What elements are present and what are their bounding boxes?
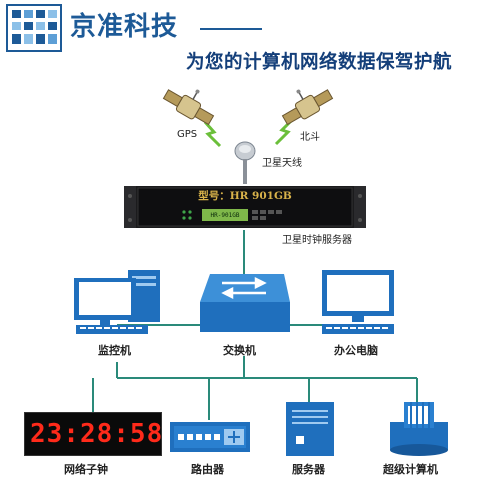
beidou-label: 北斗	[300, 132, 320, 143]
gps-label: GPS	[177, 129, 198, 140]
server-icon	[286, 402, 334, 456]
time-server-label: 卫星时钟服务器	[282, 235, 352, 246]
brand-slogan: 为您的计算机网络数据保驾护航	[186, 52, 453, 73]
server-label: 服务器	[292, 463, 325, 476]
beidou-satellite-icon	[281, 89, 334, 126]
monitor-computer-label: 监控机	[98, 344, 131, 357]
beidou-signal-icon	[274, 118, 294, 146]
switch-label: 交换机	[223, 344, 256, 357]
antenna-icon	[234, 141, 256, 184]
office-computer-icon	[322, 270, 394, 334]
gps-signal-icon	[203, 120, 222, 148]
gps-satellite-icon	[162, 89, 215, 126]
logo-icon	[6, 4, 62, 52]
supercomputer-icon	[390, 402, 448, 456]
office-computer-label: 办公电脑	[334, 344, 378, 357]
monitor-computer-icon	[74, 270, 160, 334]
antenna-label: 卫星天线	[262, 158, 302, 169]
supercomputer-label: 超级计算机	[383, 463, 438, 476]
server-lcd-display: HR-901GB	[210, 212, 240, 219]
brand-name: 京准科技	[70, 12, 179, 42]
router-label: 路由器	[191, 463, 224, 476]
server-model-label: 型号：HR 901GB	[198, 190, 292, 202]
time-server-device	[124, 186, 366, 228]
router-icon	[170, 422, 250, 452]
switch-icon	[200, 274, 290, 332]
network-clock-device	[24, 412, 162, 456]
brand-divider	[200, 28, 262, 30]
network-clock-display: 23:28:58	[30, 419, 164, 449]
network-clock-label: 网络子钟	[64, 463, 108, 476]
